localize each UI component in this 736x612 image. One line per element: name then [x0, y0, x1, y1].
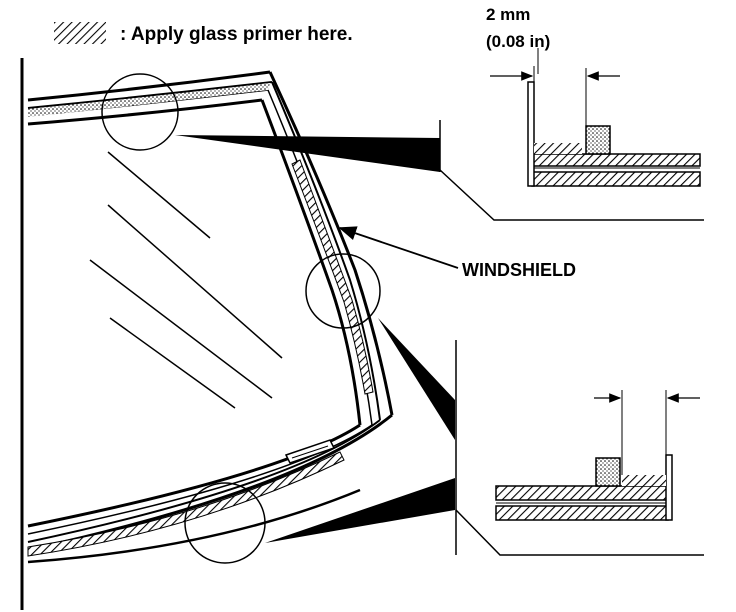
glass-reflection-lines: [89, 151, 283, 409]
detail-inset-top: [439, 48, 704, 221]
magnify-wedge-bottom: [265, 478, 455, 543]
primer-band-right: [291, 159, 374, 395]
magnify-wedge-right: [378, 318, 455, 440]
legend-hatch-swatch: [54, 22, 106, 44]
windshield-label: WINDSHIELD: [462, 260, 576, 280]
detail-circle-right: [305, 253, 381, 329]
windshield-leader-arrow: [338, 226, 459, 269]
dimension-imperial: (0.08 in): [486, 32, 551, 51]
dimension-metric: 2 mm: [486, 5, 531, 24]
inspection-sticker: [284, 439, 336, 464]
urethane-band-top: [28, 83, 270, 117]
legend-text: : Apply glass primer here.: [120, 24, 353, 45]
primer-band-bottom: [27, 451, 345, 557]
magnify-wedge-top: [175, 135, 440, 172]
detail-inset-bottom: [455, 340, 704, 556]
detail-circle-bottom: [184, 482, 266, 564]
detail-circle-top: [101, 73, 179, 151]
